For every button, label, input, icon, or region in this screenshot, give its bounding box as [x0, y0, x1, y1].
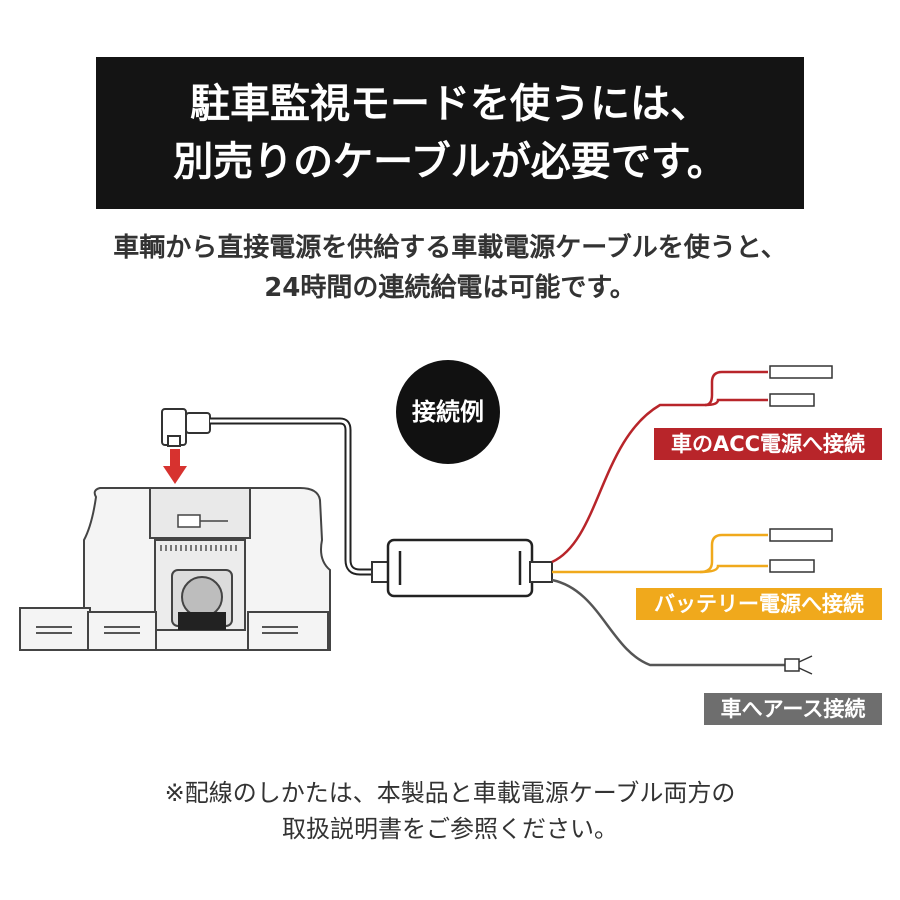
plug-connector [161, 408, 211, 447]
camera-lens [181, 576, 223, 618]
camera-top-mount [149, 487, 251, 539]
footnote-line-2: 取扱説明書をご参照ください。 [282, 815, 618, 843]
connection-example-label: 接続例 [412, 398, 484, 426]
ground-terminal [784, 655, 813, 675]
acc-wire [551, 370, 768, 564]
camera-slot [177, 514, 201, 528]
battery-label: バッテリー電源へ接続 [636, 588, 882, 620]
subtitle-line-1: 車輌から直接電源を供給する車載電源ケーブルを使うと、 [113, 233, 787, 263]
footnote: ※配線のしかたは、本製品と車載電源ケーブル両方の 取扱説明書をご参照ください。 [0, 775, 900, 847]
title-line-1: 駐車監視モードを使うには、 [190, 81, 710, 127]
wiring-diagram [19, 360, 833, 675]
connection-example-badge [396, 360, 500, 464]
battery-wire [552, 533, 768, 574]
footnote-line-1: ※配線のしかたは、本製品と車載電源ケーブル両方の [164, 779, 736, 807]
title-line-2: 別売りのケーブルが必要です。 [173, 139, 727, 185]
subtitle-line-2: 24時間の連続給電は可能です。 [264, 273, 636, 303]
dashcam-illustration [19, 487, 331, 651]
acc-label: 車のACC電源へ接続 [654, 428, 882, 460]
insert-arrow [163, 449, 187, 484]
power-converter-box [371, 538, 553, 598]
ground-label: 車へアース接続 [704, 693, 882, 725]
acc-terminals [769, 365, 833, 407]
subtitle: 車輌から直接電源を供給する車載電源ケーブルを使うと、 24時間の連続給電は可能で… [0, 228, 900, 308]
battery-terminals [769, 528, 833, 573]
camera-side-left [19, 607, 91, 651]
ground-wire [551, 578, 785, 667]
title-banner: 駐車監視モードを使うには、 別売りのケーブルが必要です。 [96, 57, 804, 209]
